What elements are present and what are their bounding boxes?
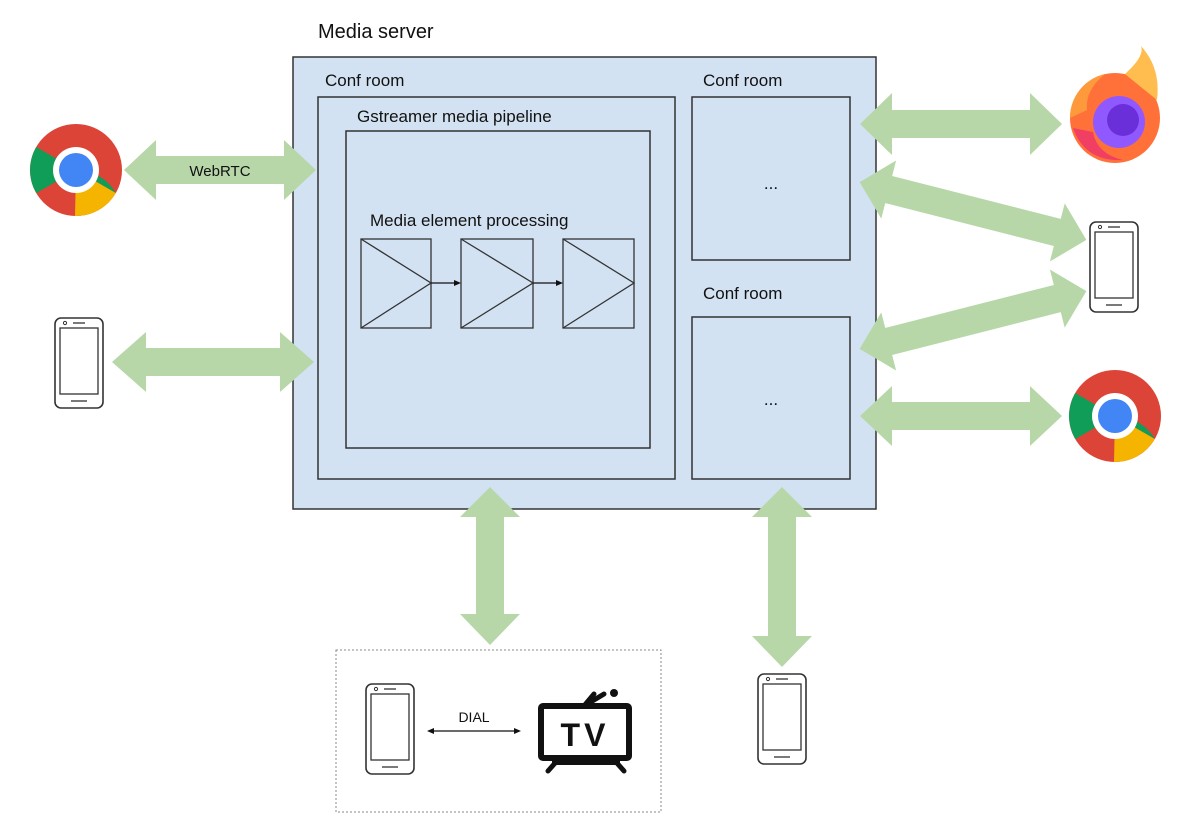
- media-server-title: Media server: [318, 21, 434, 43]
- chrome-icon: [30, 124, 122, 217]
- conf-room-2-ellipsis: ...: [764, 174, 778, 193]
- conf-room-1-title: Conf room: [325, 71, 404, 90]
- webrtc-arrow: [124, 140, 316, 200]
- element-link-2: [533, 280, 563, 286]
- tv-icon: TV: [538, 689, 632, 774]
- element-link-1: [431, 280, 461, 286]
- processing-label: Media element processing: [370, 211, 568, 230]
- bottom-left-arrow: [460, 487, 520, 645]
- conf-room-3-box: [691, 316, 851, 480]
- dial-group-box: [335, 649, 662, 813]
- webrtc-label: WebRTC: [189, 163, 250, 180]
- phone-icon: [757, 673, 807, 765]
- phone-icon: [54, 317, 104, 409]
- pipeline-title: Gstreamer media pipeline: [357, 107, 552, 126]
- conf-room-2-box: [691, 96, 851, 261]
- left-phone-arrow: [112, 332, 314, 392]
- phone-icon: [365, 683, 415, 775]
- media-element-3: [562, 238, 636, 329]
- firefox-arrow: [860, 93, 1062, 155]
- chrome-icon: [1069, 370, 1161, 463]
- firefox-icon: [1069, 46, 1160, 163]
- dial-label: DIAL: [458, 709, 489, 725]
- bottom-right-arrow: [752, 487, 812, 667]
- phone-icon: [1089, 221, 1139, 313]
- media-element-2: [460, 238, 535, 329]
- conf-room-3-ellipsis: ...: [764, 390, 778, 409]
- media-element-1: [360, 238, 433, 329]
- chrome-right-arrow: [860, 386, 1062, 446]
- conf-room-3-title: Conf room: [703, 284, 782, 303]
- tv-text: TV: [561, 717, 610, 753]
- phone-room-3-arrow: [859, 269, 1087, 371]
- dial-link: [427, 728, 521, 734]
- phone-room-2-arrow: [859, 160, 1087, 262]
- conf-room-2-title: Conf room: [703, 71, 782, 90]
